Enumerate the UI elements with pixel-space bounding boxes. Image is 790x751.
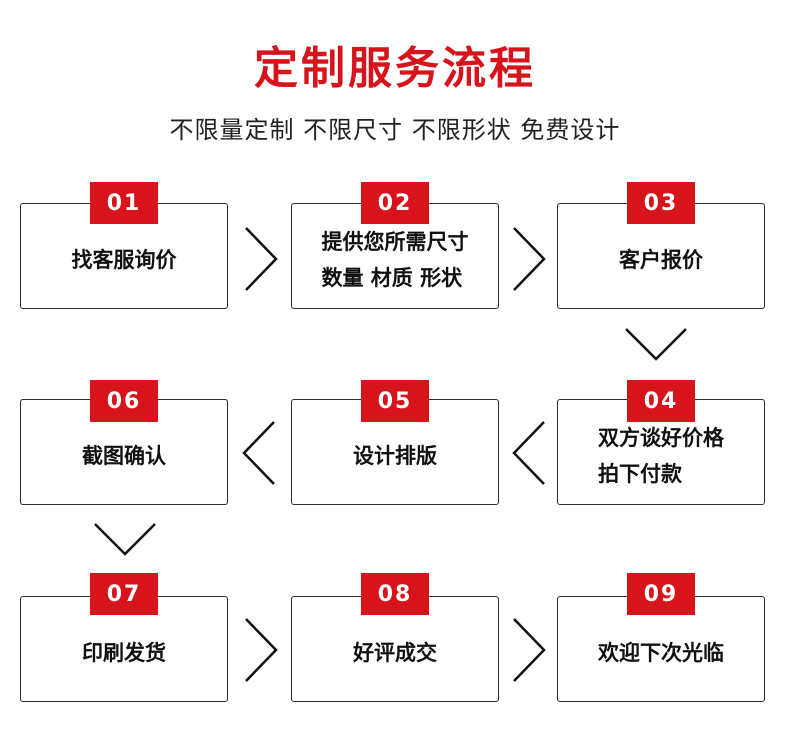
step-label-line: 设计排版 [353, 444, 437, 468]
chevron-right-icon [245, 227, 278, 291]
step-label-line: 找客服询价 [71, 248, 177, 272]
step-label-06: 截图确认 [82, 438, 166, 474]
step-number-badge-05: 05 [361, 380, 429, 422]
step-number-badge-01: 01 [90, 182, 158, 224]
chevron-right-icon [245, 618, 278, 682]
step-label-line: 拍下付款 [598, 462, 682, 486]
step-label-line: 截图确认 [82, 444, 166, 468]
step-label-line: 欢迎下次光临 [598, 641, 724, 665]
step-label-02: 提供您所需尺寸 数量 材质 形状 [322, 224, 469, 296]
step-label-01: 找客服询价 [72, 242, 177, 278]
step-number-badge-03: 03 [627, 182, 695, 224]
step-number-badge-02: 02 [361, 182, 429, 224]
step-number-badge-08: 08 [361, 573, 429, 615]
step-label-05: 设计排版 [353, 438, 437, 474]
step-label-line: 客户报价 [619, 248, 703, 272]
step-box-05: 设计排版 [291, 399, 499, 505]
step-number-badge-06: 06 [90, 380, 158, 422]
step-label-line: 提供您所需尺寸 [321, 230, 469, 254]
step-label-line: 双方谈好价格 [598, 426, 724, 450]
step-number-badge-04: 04 [627, 380, 695, 422]
step-number-badge-07: 07 [90, 573, 158, 615]
step-label-04: 双方谈好价格 拍下付款 [598, 420, 724, 492]
chevron-right-icon [513, 227, 546, 291]
step-label-03: 客户报价 [619, 242, 703, 278]
chevron-right-icon [513, 618, 546, 682]
step-label-09: 欢迎下次光临 [598, 635, 724, 671]
step-box-01: 找客服询价 [20, 203, 228, 309]
step-label-08: 好评成交 [353, 635, 437, 671]
page-title: 定制服务流程 [254, 43, 536, 94]
step-label-line: 数量 材质 形状 [321, 266, 463, 290]
chevron-left-icon [242, 421, 275, 485]
chevron-down-icon [625, 328, 687, 361]
step-number-badge-09: 09 [627, 573, 695, 615]
chevron-down-icon [94, 523, 156, 556]
page-subtitle: 不限量定制 不限尺寸 不限形状 免费设计 [169, 116, 621, 144]
step-label-line: 印刷发货 [82, 641, 166, 665]
step-label-line: 好评成交 [353, 641, 437, 665]
step-label-07: 印刷发货 [82, 635, 166, 671]
chevron-left-icon [512, 421, 545, 485]
